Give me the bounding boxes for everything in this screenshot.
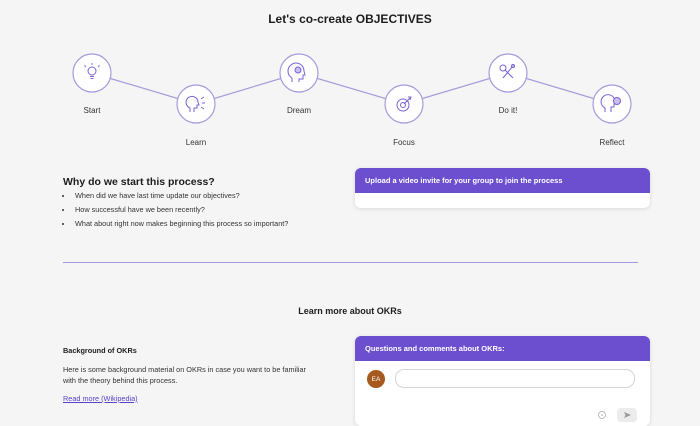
step-label-start: Start — [83, 106, 101, 115]
comments-header: Questions and comments about OKRs: — [355, 336, 650, 361]
wikipedia-link[interactable]: Read more (Wikipedia) — [63, 394, 138, 403]
step-focus-node[interactable] — [384, 84, 424, 124]
process-steps-diagram — [72, 53, 632, 124]
okr-section-title: Learn more about OKRs — [298, 306, 402, 316]
step-label-dream: Dream — [286, 106, 311, 115]
list-item: How successful have we been recently? — [73, 203, 288, 217]
step-reflect-node[interactable] — [592, 84, 632, 124]
step-label-reflect: Reflect — [599, 138, 625, 147]
comment-input[interactable] — [395, 369, 635, 388]
why-title: Why do we start this process? — [63, 176, 215, 188]
dream-head-icon — [287, 62, 306, 82]
emoji-icon[interactable] — [597, 410, 607, 420]
step-label-doit: Do it! — [498, 106, 518, 115]
comments-card: Questions and comments about OKRs: EA — [355, 336, 650, 426]
background-text: Here is some background material on OKRs… — [63, 365, 306, 385]
reflect-head-icon — [600, 94, 621, 112]
step-dream-node[interactable] — [279, 53, 319, 93]
step-label-focus: Focus — [393, 138, 415, 147]
head-ideas-icon — [185, 95, 205, 112]
send-button[interactable] — [617, 408, 637, 422]
why-question-list: When did we have last time update our ob… — [63, 189, 288, 231]
step-learn-node[interactable] — [176, 84, 216, 124]
step-doit-node[interactable] — [488, 53, 528, 93]
step-label-learn: Learn — [185, 138, 207, 147]
video-invite-header: Upload a video invite for your group to … — [355, 168, 650, 193]
list-item: When did we have last time update our ob… — [73, 189, 288, 203]
list-item: What about right now makes beginning thi… — [73, 217, 288, 231]
lightbulb-icon — [84, 63, 100, 79]
process-connector-line — [91, 72, 613, 105]
avatar: EA — [367, 370, 385, 388]
video-invite-card[interactable]: Upload a video invite for your group to … — [355, 168, 650, 208]
tools-icon — [499, 64, 515, 79]
target-icon — [396, 96, 412, 112]
background-title: Background of OKRs — [63, 346, 137, 355]
page-title: Let's co-create OBJECTIVES — [268, 12, 432, 26]
section-divider — [63, 262, 638, 263]
step-start-node[interactable] — [72, 53, 112, 93]
send-icon — [624, 412, 631, 418]
